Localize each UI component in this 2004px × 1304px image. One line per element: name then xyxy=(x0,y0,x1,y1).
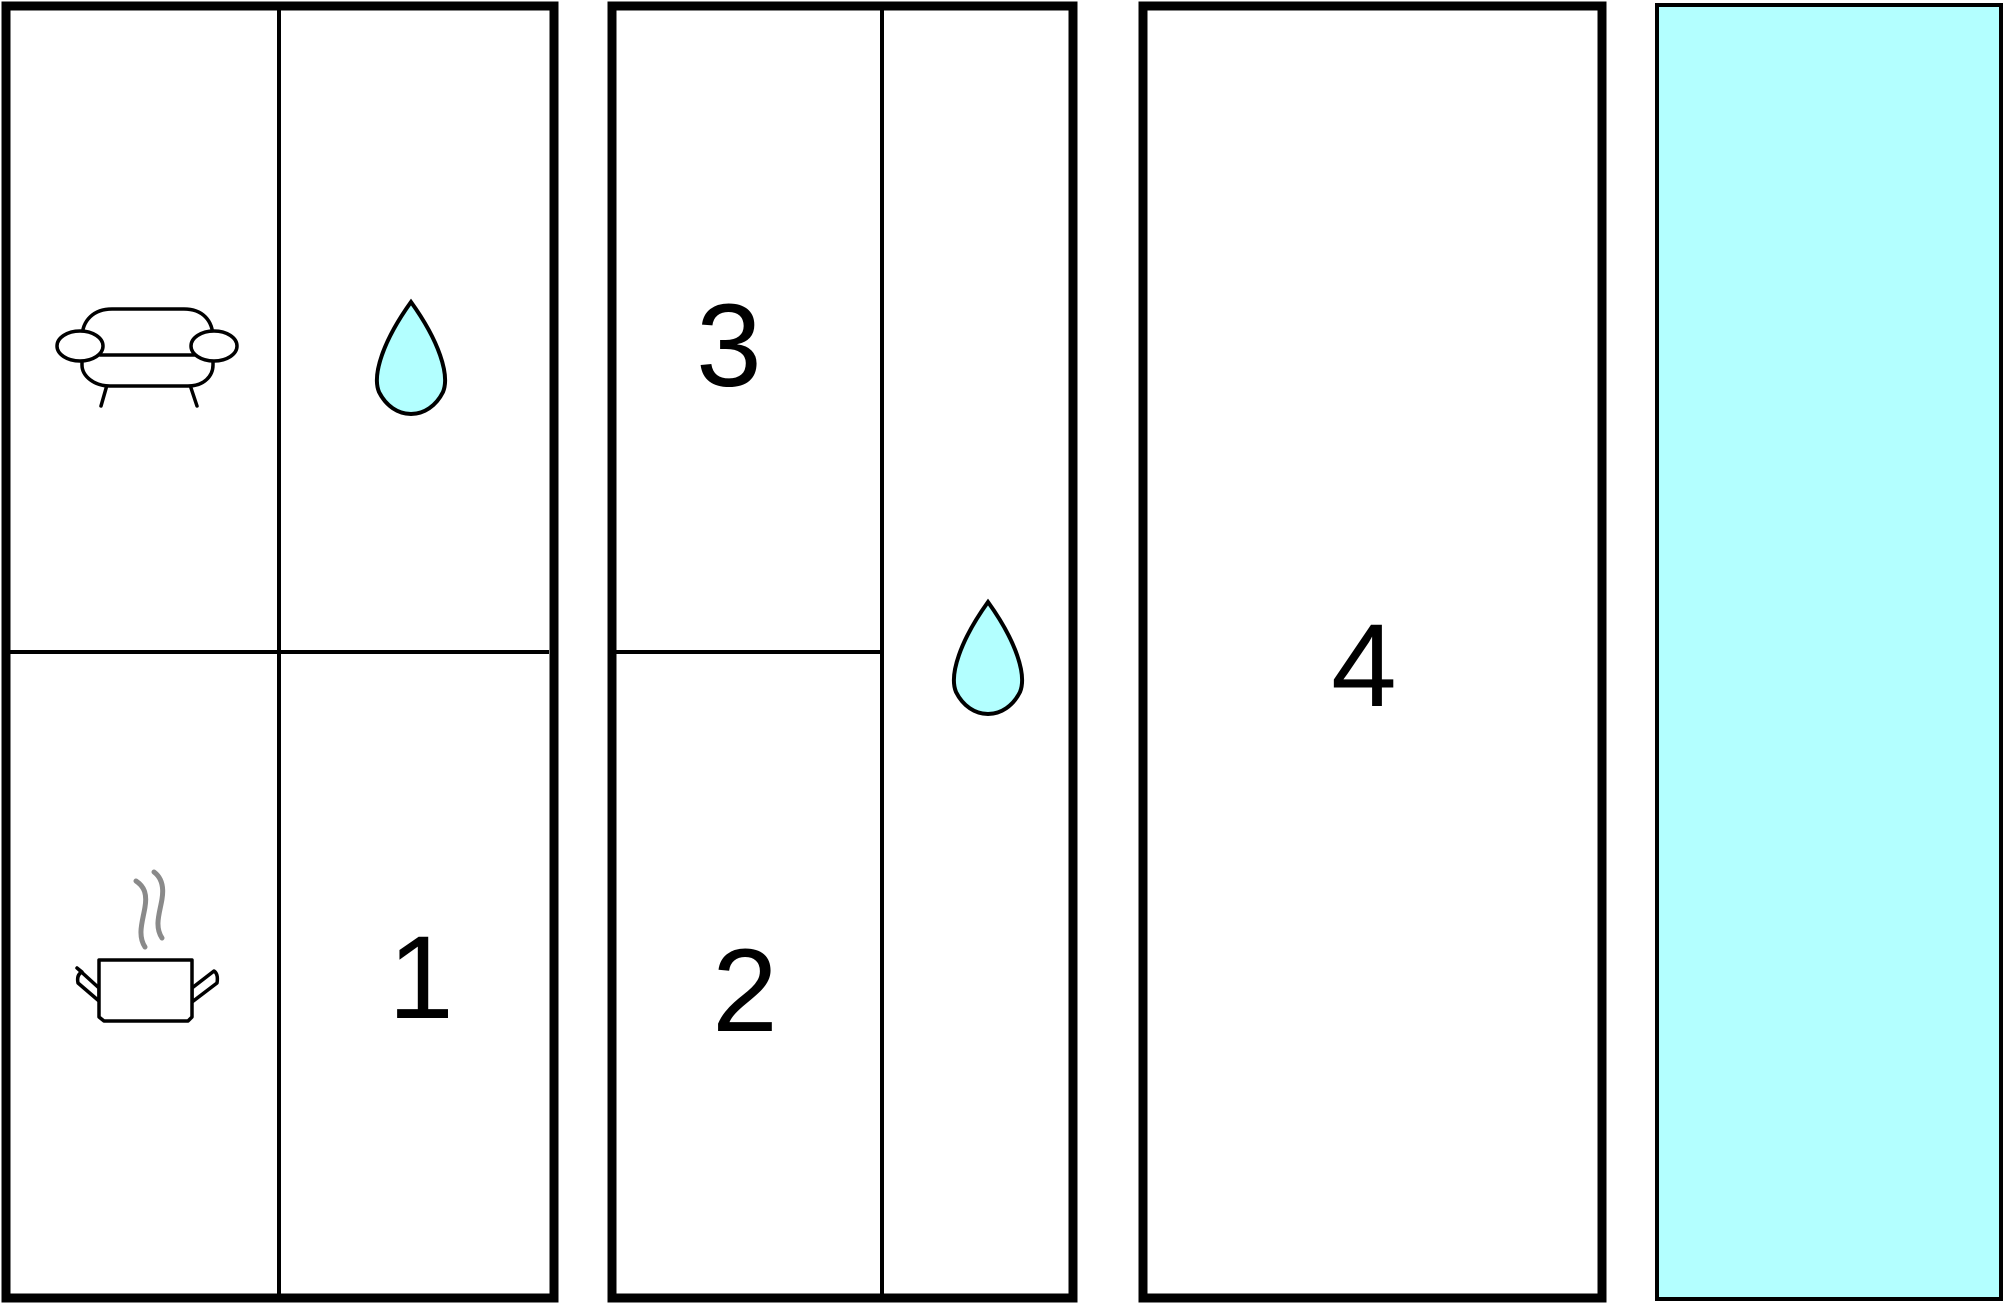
panel-3-frame xyxy=(1138,1,1607,1303)
cell-number-4: 4 xyxy=(1331,600,1397,732)
cell-number-2: 2 xyxy=(712,925,778,1057)
panel-2: 3 2 xyxy=(607,1,1078,1303)
cooking-pot-icon xyxy=(75,869,220,1023)
cell-number-3: 3 xyxy=(696,280,762,412)
panel-1: 1 xyxy=(1,1,559,1303)
panel-4-water xyxy=(1655,3,2003,1301)
water-drop-icon xyxy=(951,598,1025,717)
panel-3: 4 xyxy=(1138,1,1607,1303)
water-drop-icon xyxy=(374,298,448,417)
armchair-icon xyxy=(55,307,239,408)
cell-number-1: 1 xyxy=(388,912,454,1044)
